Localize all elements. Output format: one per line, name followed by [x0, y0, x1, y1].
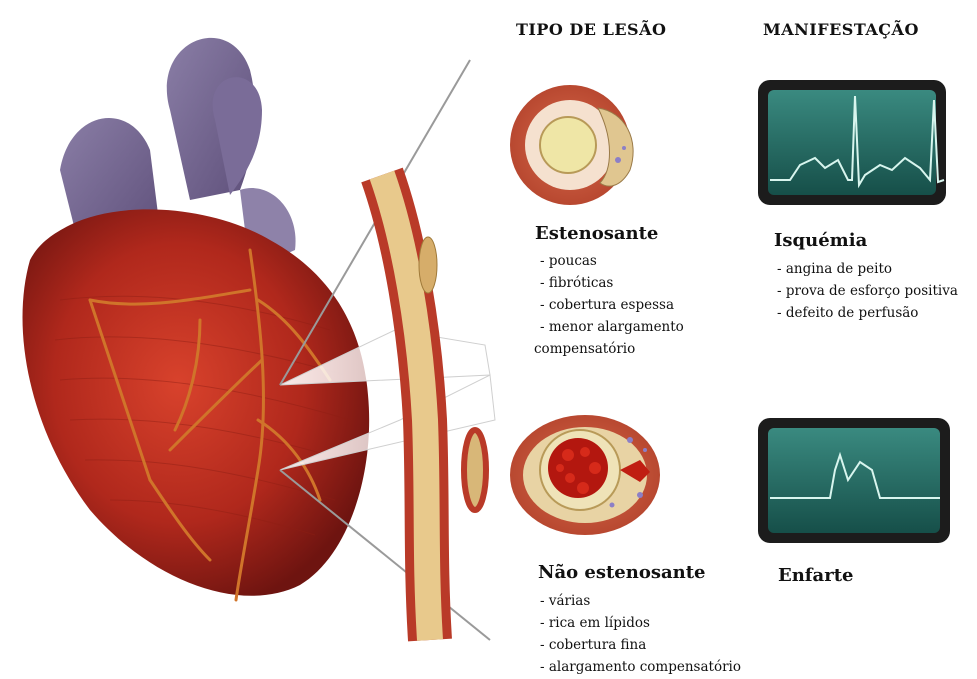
- list-item: - alargamento compensatório: [540, 656, 741, 678]
- stenosing-continuation: compensatório: [534, 338, 635, 360]
- non-stenosing-title: Não estenosante: [538, 562, 705, 583]
- monitor-infarct: [758, 418, 950, 543]
- list-item: - prova de esforço positiva: [777, 280, 958, 302]
- non-stenosing-list: - várias - rica em lípidos - cobertura f…: [540, 590, 741, 678]
- list-item: - angina de peito: [777, 258, 958, 280]
- list-item: - cobertura espessa: [540, 294, 684, 316]
- list-item: - rica em lípidos: [540, 612, 741, 634]
- header-lesion-type: TIPO DE LESÃO: [516, 20, 666, 39]
- cross-section-non-stenosing: [510, 415, 660, 535]
- list-item: - cobertura fina: [540, 634, 741, 656]
- list-item: - defeito de perfusão: [777, 302, 958, 324]
- cross-section-stenosing: [510, 85, 633, 205]
- ischemia-title: Isquémia: [774, 230, 867, 251]
- list-item: - fibróticas: [540, 272, 684, 294]
- header-manifestation: MANIFESTAÇÃO: [763, 20, 919, 39]
- list-item: - várias: [540, 590, 741, 612]
- ischemia-list: - angina de peito - prova de esforço pos…: [777, 258, 958, 324]
- stenosing-list: - poucas - fibróticas - cobertura espess…: [540, 250, 684, 338]
- heart: [23, 209, 370, 595]
- stenosing-title: Estenosante: [535, 223, 658, 244]
- list-item: - menor alargamento: [540, 316, 684, 338]
- list-item: - poucas: [540, 250, 684, 272]
- infarct-title: Enfarte: [778, 565, 853, 586]
- monitor-ischemia: [758, 80, 946, 205]
